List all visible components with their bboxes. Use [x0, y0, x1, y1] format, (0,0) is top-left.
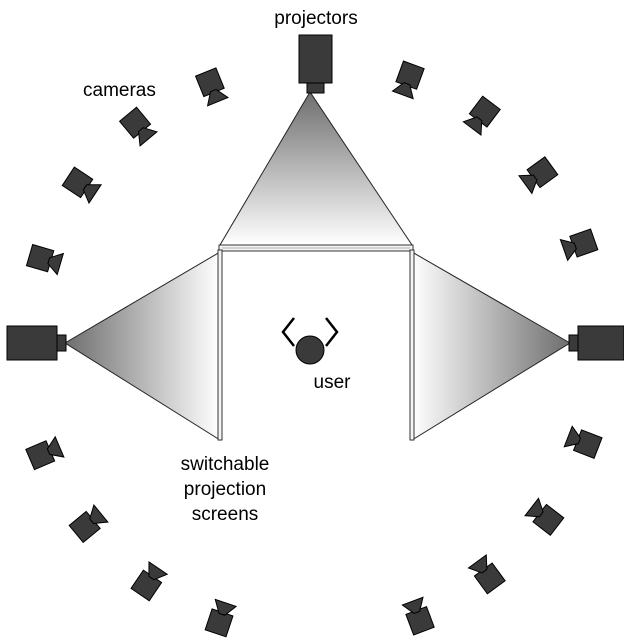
camera-icon [462, 95, 501, 136]
left-projection-screen [217, 249, 223, 441]
screens-label-line3: screens [192, 504, 259, 525]
right-projection-screen [409, 249, 415, 441]
camera-icon [401, 596, 435, 636]
camera-icon [61, 166, 103, 205]
camera-icon [68, 504, 109, 544]
projector-icon [298, 34, 333, 94]
projector-icon [568, 325, 624, 361]
right-projection-beam [411, 251, 571, 441]
user-head-icon [281, 317, 339, 365]
top-projection-beam [219, 91, 413, 246]
camera-icon [204, 598, 238, 638]
camera-icon [130, 560, 169, 602]
camera-ring [25, 60, 603, 638]
camera-icon [25, 243, 65, 276]
projector-icon [6, 325, 67, 361]
camera-icon [518, 156, 559, 195]
projectors-label: projectors [274, 8, 357, 29]
camera-icon [563, 425, 603, 459]
top-projection-screen [218, 244, 414, 252]
camera-icon [25, 435, 65, 471]
camera-icon [559, 228, 599, 262]
camera-icon [194, 67, 230, 107]
user-label: user [314, 372, 352, 393]
left-projection-beam [64, 251, 221, 441]
camera-icon [118, 106, 159, 147]
camera-icon [524, 497, 565, 536]
screens-label-line2: projection [184, 479, 266, 500]
cameras-label: cameras [83, 80, 156, 101]
screens-label-line1: switchable [181, 454, 270, 475]
camera-icon [467, 554, 506, 595]
camera-icon [391, 60, 425, 100]
